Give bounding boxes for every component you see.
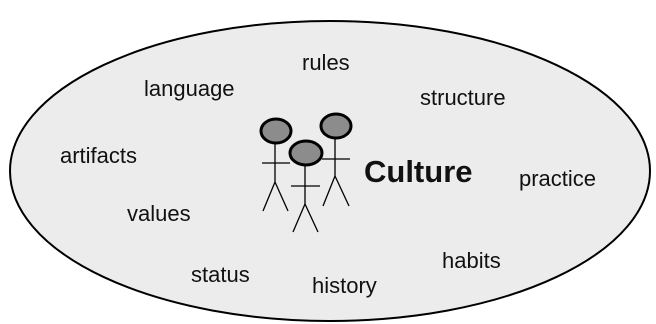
word-rules: rules (302, 50, 350, 75)
word-artifacts: artifacts (60, 143, 138, 168)
culture-ellipse (9, 20, 651, 322)
word-status: status (191, 262, 250, 287)
stick-figure-left (259, 117, 293, 212)
word-structure: structure (420, 85, 506, 110)
stick-figure-right (319, 112, 353, 207)
word-habits: habits (442, 248, 501, 273)
word-language: language (144, 76, 235, 101)
word-practice: practice (519, 166, 597, 191)
word-history: history (312, 273, 377, 298)
center-label: Culture (364, 154, 473, 189)
stick-figure-middle (288, 139, 324, 233)
stick-figures-icon (259, 112, 353, 233)
word-values: values (127, 201, 191, 226)
